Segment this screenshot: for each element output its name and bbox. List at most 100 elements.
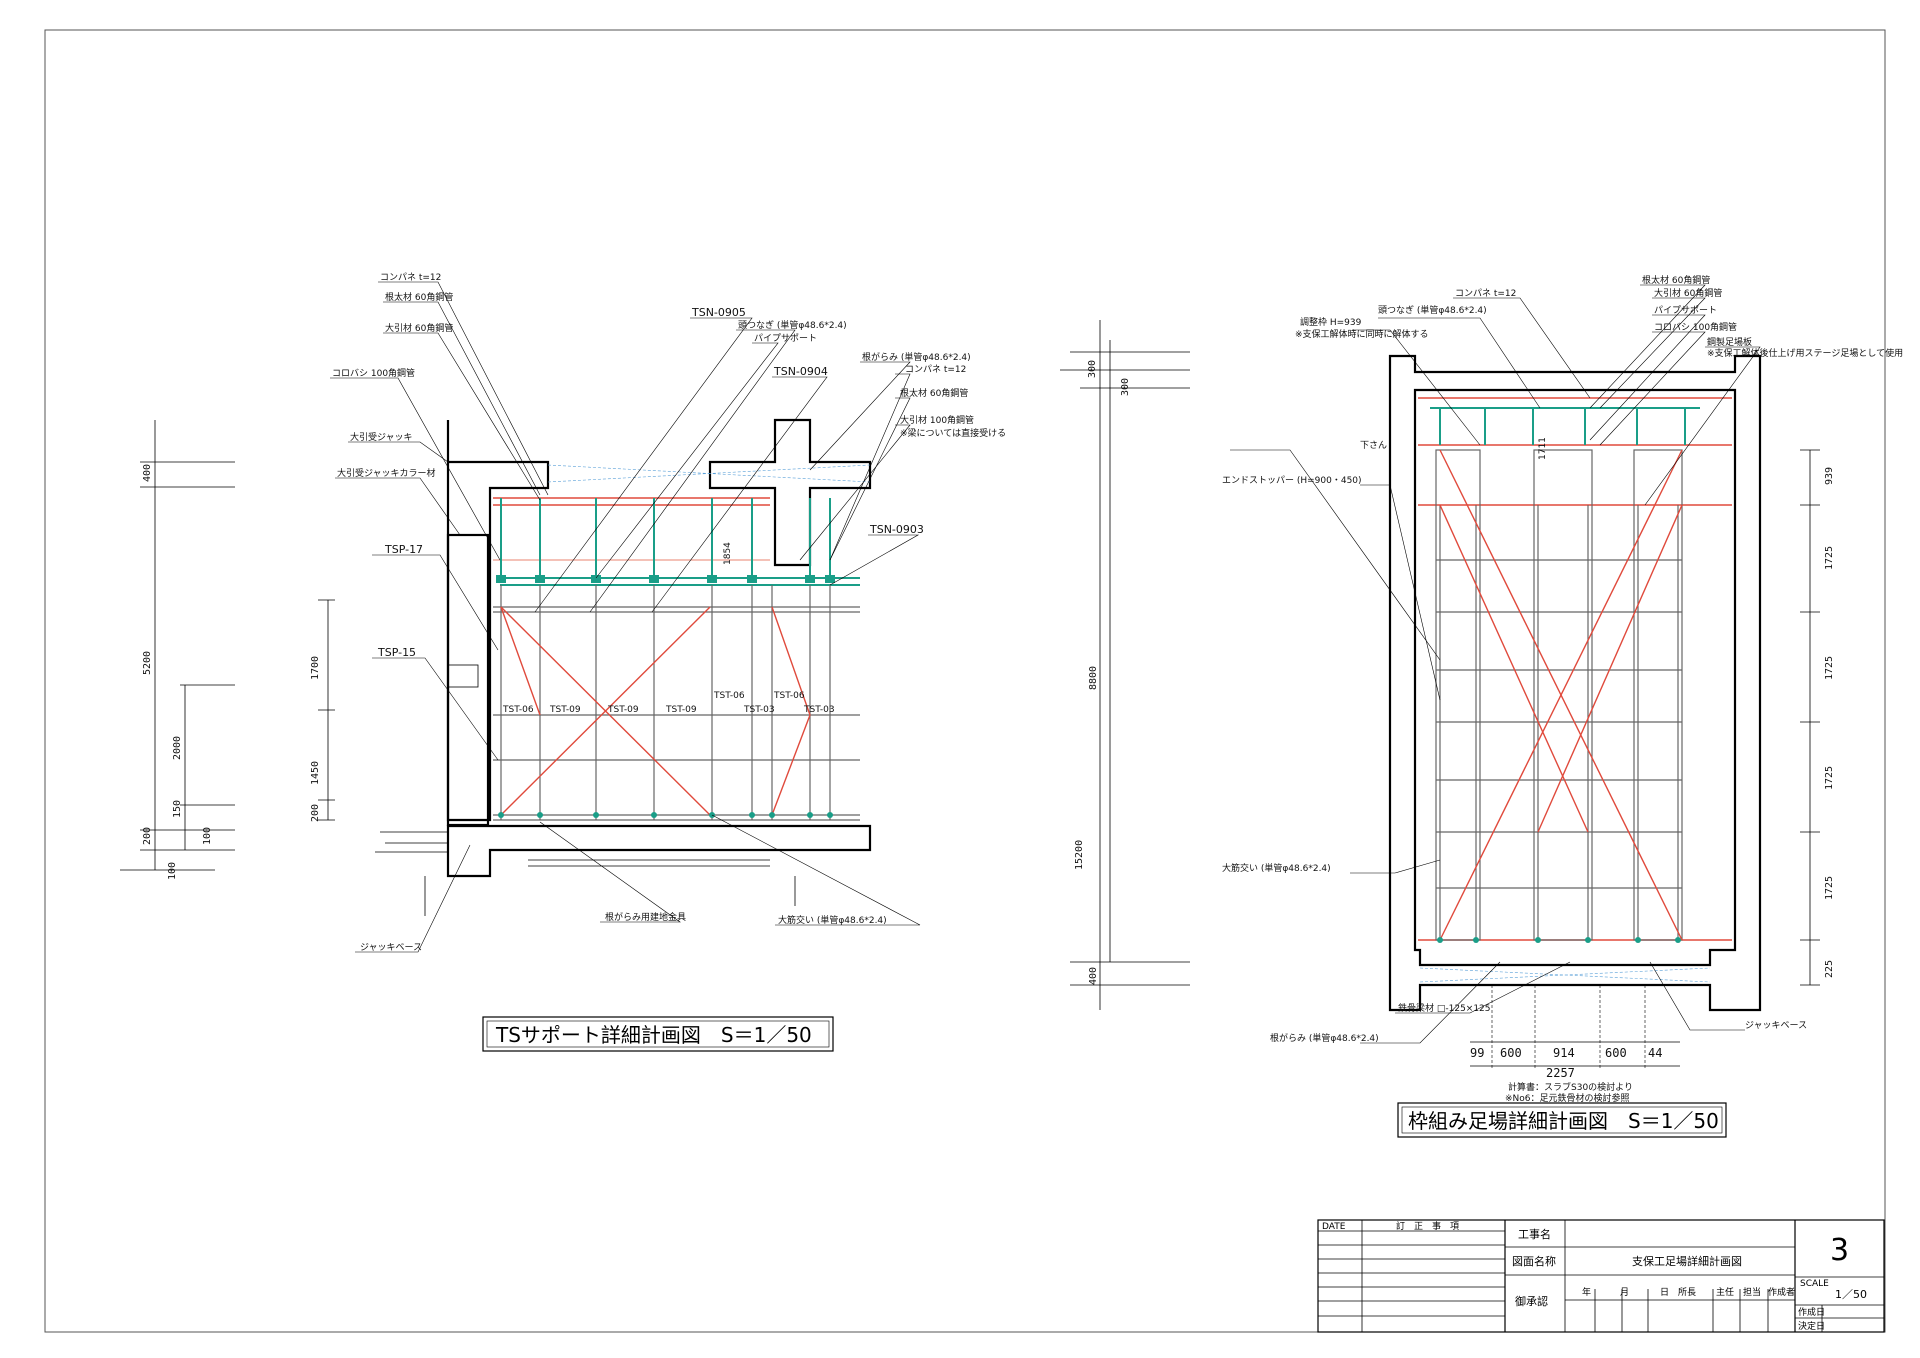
dim-1700: 1700 (310, 656, 321, 680)
label-oobiki-jack: 大引受ジャッキ (350, 431, 413, 443)
r-label-neda: 根太材 60角鋼管 (1642, 274, 1710, 286)
tb-role-staff: 担当 (1743, 1286, 1761, 1298)
dim-1854: 1854 (723, 542, 733, 565)
r-label-koseiita-note: ※支保工解体後仕上げ用ステージ足場として使用 (1707, 347, 1903, 359)
label-pipe-support: パイプサポート (754, 333, 817, 344)
tb-sheet-number: 3 (1830, 1233, 1849, 1268)
label-konpane: コンパネ t=12 (380, 272, 441, 283)
dim-150: 150 (172, 800, 183, 818)
tst-label-1: TST-06 (502, 705, 534, 715)
sheet-border (44, 29, 1886, 1333)
r-label-jack-base: ジャッキベース (1745, 1021, 1807, 1031)
tb-created-label: 作成日 (1798, 1306, 1825, 1318)
left-drawing-title: TSサポート詳細計画図 S＝1／50 (482, 1016, 834, 1052)
r-label-chousei-note: ※支保工解体時に同時に解体する (1295, 328, 1429, 340)
tb-project-label: 工事名 (1518, 1227, 1551, 1241)
r-label-koseiita: 鋼製足場板 (1707, 336, 1752, 348)
dim-8800: 8800 (1088, 666, 1099, 690)
dim-300-b: 300 (1120, 378, 1131, 396)
left-outer-dimensions: 400 5200 2000 150 200 100 100 (120, 420, 235, 880)
dim-1725-b: 1725 (1824, 656, 1835, 680)
tst-label-8: TST-03 (803, 705, 835, 715)
label-tsn0905: TSN-0905 (691, 306, 746, 319)
r-label-steel-beam: 鉄骨梁材 □-125×125 (1398, 1002, 1491, 1014)
left-annotations: コンパネ t=12 根太材 60角鋼管 大引材 60角鋼管 コロバシ 100角鋼… (330, 272, 1006, 953)
right-annotations: コンパネ t=12 頭つなぎ (単管φ48.6*2.4) 調整枠 H=939 ※… (1222, 274, 1903, 1044)
tb-drawing-name: 支保工足場詳細計画図 (1632, 1254, 1742, 1268)
frame-scaffold-detail-drawing: 300 300 8800 15200 400 (1060, 274, 1903, 1138)
title-block: DATE 訂 正 事 項 工事名 図面名称 支保工足場詳細計画図 御承認 年 月… (1317, 1219, 1885, 1333)
label-korobashi: コロバシ 100角鋼管 (332, 367, 415, 379)
r-label-korobashi: コロバシ 100角鋼管 (1654, 321, 1737, 333)
tb-role-director: 所長 (1678, 1287, 1696, 1298)
r-label-chousei: 調整枠 H=939 (1300, 316, 1362, 328)
dim-600-b: 600 (1605, 1046, 1627, 1060)
r-label-shitasan: 下さん (1360, 440, 1387, 451)
r-label-pipe-support: パイプサポート (1654, 305, 1717, 316)
tst-label-2: TST-09 (549, 705, 581, 715)
right-title-text: 枠組み足場詳細計画図 S＝1／50 (1408, 1109, 1719, 1133)
dim-99: 99 (1470, 1046, 1484, 1060)
dim-400: 400 (142, 464, 153, 482)
calc-note-2: ※No6：足元鉄骨材の検討参照 (1505, 1092, 1630, 1104)
right-drawing-title: 枠組み足場詳細計画図 S＝1／50 (1397, 1102, 1727, 1138)
label-konpane-2: コンパネ t=12 (905, 364, 966, 375)
tb-scale-label: SCALE (1800, 1279, 1829, 1289)
tb-day: 日 (1660, 1287, 1669, 1298)
label-beam-note: ※梁については直接受ける (900, 427, 1006, 439)
r-label-konpane: コンパネ t=12 (1455, 288, 1516, 299)
left-support-posts: TST-06 TST-09 TST-09 TST-09 TST-06 TST-0… (496, 498, 835, 820)
r-label-ohsujikai: 大筋交い (単管φ48.6*2.4) (1222, 862, 1331, 874)
dim-600-a: 600 (1500, 1046, 1522, 1060)
ts-support-detail-drawing: 400 5200 2000 150 200 100 100 1700 1450 … (120, 272, 1006, 1052)
tb-role-chief: 主任 (1716, 1286, 1734, 1298)
tb-revision-header: 訂 正 事 項 (1396, 1220, 1459, 1232)
label-oobiki-jack-collar: 大引受ジャッキカラー材 (337, 467, 436, 479)
dim-2000: 2000 (172, 736, 183, 760)
r-label-end-stopper: エンドストッパー (H=900・450) (1222, 475, 1362, 486)
tb-decided-label: 決定日 (1798, 1320, 1825, 1332)
dim-44: 44 (1648, 1046, 1662, 1060)
dim-1450: 1450 (310, 761, 321, 785)
dim-939: 939 (1824, 467, 1835, 485)
dim-1725-c: 1725 (1824, 766, 1835, 790)
label-neda-2: 根太材 60角鋼管 (900, 387, 968, 399)
dim-100-a: 100 (202, 827, 213, 845)
label-neda: 根太材 60角鋼管 (385, 291, 453, 303)
tst-label-6: TST-03 (743, 705, 775, 715)
tst-label-3: TST-09 (607, 705, 639, 715)
calc-note-1: 計算書：スラブS30の検討より (1508, 1081, 1633, 1093)
right-left-dimensions: 300 300 8800 15200 400 (1060, 320, 1190, 1010)
label-obiki: 大引材 60角鋼管 (385, 322, 453, 334)
label-tsp15: TSP-15 (377, 646, 416, 659)
tb-scale-value: 1／50 (1835, 1288, 1867, 1301)
tst-label-7: TST-06 (773, 691, 805, 701)
right-scaffold: 1711 (1418, 397, 1732, 943)
tst-label-5: TST-06 (713, 691, 745, 701)
label-obiki-100: 大引材 100角鋼管 (900, 414, 974, 426)
r-label-atama-tsunagi: 頭つなぎ (単管φ48.6*2.4) (1378, 304, 1487, 316)
tb-year: 年 (1582, 1286, 1591, 1298)
left-concrete (375, 418, 872, 916)
label-atama-tsunagi: 頭つなぎ (単管φ48.6*2.4) (738, 319, 847, 331)
right-concrete (1388, 354, 1762, 1012)
tst-label-4: TST-09 (665, 705, 697, 715)
dim-1725-a: 1725 (1824, 546, 1835, 570)
label-negarami-top: 根がらみ (単管φ48.6*2.4) (862, 351, 971, 363)
tb-approval-label: 御承認 (1515, 1294, 1548, 1308)
label-negarami-clamp: 根がらみ用建地金具 (605, 911, 686, 923)
label-tsn0904: TSN-0904 (773, 365, 828, 378)
tb-role-creator: 作成者 (1768, 1286, 1795, 1298)
label-ohsujikai: 大筋交い (単管φ48.6*2.4) (778, 914, 887, 926)
tb-date-label: DATE (1322, 1222, 1346, 1232)
tb-drawing-name-label: 図面名称 (1512, 1254, 1556, 1268)
dim-2257: 2257 (1546, 1066, 1575, 1080)
dim-1711: 1711 (1538, 437, 1548, 460)
dim-5200: 5200 (142, 651, 153, 675)
dim-100-b: 100 (167, 862, 178, 880)
tb-month: 月 (1620, 1287, 1629, 1298)
right-bottom-dimensions: 99 600 914 600 44 2257 計算書：スラブS30の検討より ※… (1470, 985, 1680, 1104)
label-jack-base: ジャッキベース (360, 943, 422, 953)
dim-914: 914 (1553, 1046, 1575, 1060)
